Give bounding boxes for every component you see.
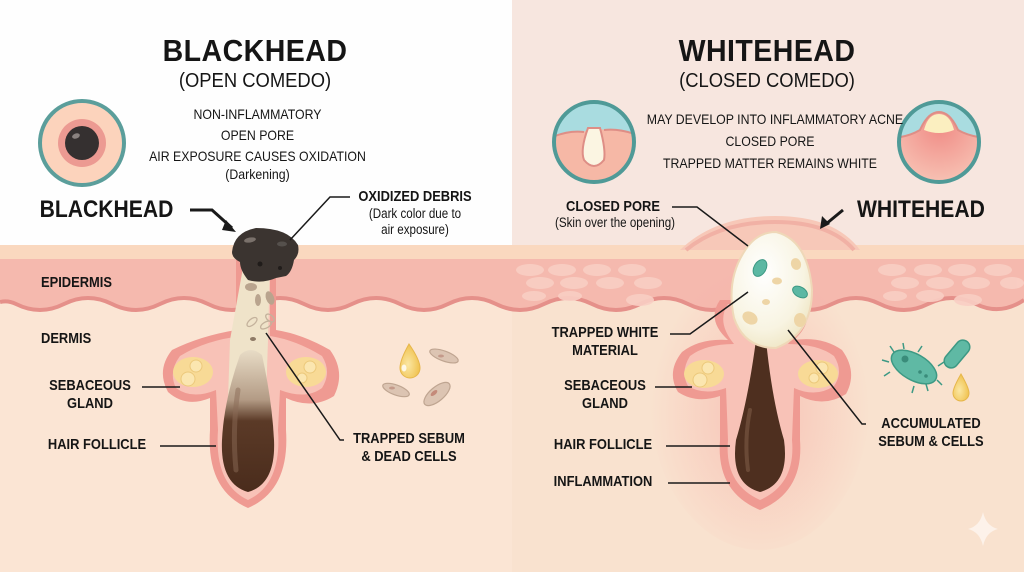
accumulated-sebum-label-2: SEBUM & CELLS [878, 433, 984, 450]
bacteria-icon [881, 339, 971, 394]
sparkle-icon [968, 512, 998, 546]
whitehead-fact-1: MAY DEVELOP INTO INFLAMMATORY ACNE [646, 111, 904, 127]
whitehead-pointer-label: WHITEHEAD [857, 196, 985, 223]
trapped-white-label-1: TRAPPED WHITE [551, 324, 659, 341]
sebaceous-gland-label-left-2: GLAND [67, 395, 113, 412]
blackhead-title: BLACKHEAD [162, 33, 348, 68]
trapped-sebum-label-1: TRAPPED SEBUM [353, 430, 465, 447]
whitehead-subtitle: (CLOSED COMEDO) [679, 70, 855, 92]
oxidized-debris-note-2: air exposure) [381, 222, 449, 237]
blackhead-fact-3: AIR EXPOSURE CAUSES OXIDATION [149, 148, 366, 164]
accumulated-sebum-label-1: ACCUMULATED [881, 415, 981, 432]
leader-lines [142, 196, 866, 484]
epidermal-cells [516, 264, 1024, 306]
closed-pore-label: CLOSED PORE [566, 198, 660, 215]
whitehead-fact-2: CLOSED PORE [725, 133, 815, 149]
dermis-label: DERMIS [41, 330, 92, 347]
hair-follicle-label-right: HAIR FOLLICLE [553, 436, 653, 453]
blackhead-fact-2: OPEN PORE [220, 127, 295, 143]
oil-droplet-icon [952, 372, 970, 402]
closed-pore-note: (Skin over the opening) [554, 215, 676, 230]
whitehead-fact-3: TRAPPED MATTER REMAINS WHITE [662, 155, 878, 171]
blackhead-fact-1: NON-INFLAMMATORY [193, 106, 322, 122]
whitehead-title: WHITEHEAD [678, 33, 856, 68]
oil-droplet-icon [399, 343, 421, 379]
oxidized-debris-label: OXIDIZED DEBRIS [358, 188, 472, 205]
sebaceous-gland-label-left-1: SEBACEOUS [49, 377, 131, 394]
inflammation-label: INFLAMMATION [553, 473, 653, 490]
blackhead-follicle [162, 228, 340, 508]
dead-skin-cells-icon [382, 348, 459, 407]
trapped-white-label-2: MATERIAL [572, 342, 638, 359]
sebaceous-gland-label-right-2: GLAND [582, 395, 628, 412]
open-pore-inset-icon [38, 99, 126, 187]
sebaceous-gland-label-right-1: SEBACEOUS [564, 377, 646, 394]
hair-follicle-label-left: HAIR FOLLICLE [47, 436, 147, 453]
oxidized-debris-note-1: (Dark color due to [368, 206, 462, 221]
bacteria-icon [752, 259, 808, 299]
whitehead-follicle [650, 216, 870, 550]
trapped-sebum-label-2: & DEAD CELLS [361, 448, 457, 465]
bump-inset-icon [897, 100, 981, 184]
blackhead-subtitle: (OPEN COMEDO) [178, 70, 332, 92]
blackhead-pointer-label: BLACKHEAD [39, 196, 174, 223]
epidermis-label: EPIDERMIS [41, 274, 112, 291]
blackhead-fact-4: (Darkening) [225, 166, 290, 182]
closed-pore-inset-icon [552, 100, 636, 184]
